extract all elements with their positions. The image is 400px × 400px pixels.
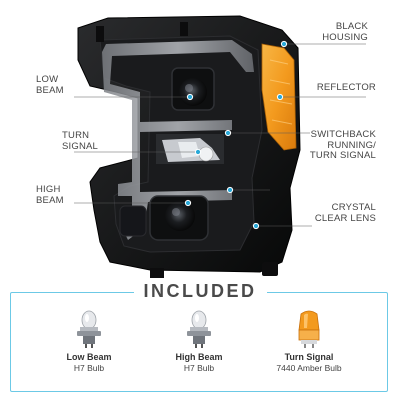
included-title: INCLUDED <box>0 281 400 302</box>
callout-black-housing-line2: HOUSING <box>322 31 368 43</box>
callout-high-beam-line1: HIGH <box>36 184 61 195</box>
headlight-illustration <box>74 15 366 278</box>
bulb-low-beam-name: Low Beam <box>66 352 112 362</box>
low-beam-projector <box>171 67 215 111</box>
callout-reflector: REFLECTOR <box>316 82 376 94</box>
callout-high-beam: HIGH BEAM <box>36 184 64 206</box>
bulb-turn-signal: Turn Signal 7440 Amber Bulb <box>254 310 364 373</box>
callout-black-housing: BLACK HOUSING <box>322 21 368 43</box>
callout-switchback: SWITCHBACK RUNNING/ TURN SIGNAL <box>309 129 376 162</box>
amber-bulb-icon <box>298 310 320 348</box>
callout-black-housing-line1: BLACK <box>335 21 368 32</box>
callout-switchback-line3: TURN SIGNAL <box>309 150 376 161</box>
callout-low-beam-line2: BEAM <box>36 84 64 96</box>
callout-high-beam-line2: BEAM <box>36 194 64 206</box>
bulb-low-beam: Low Beam H7 Bulb <box>34 310 144 373</box>
callout-turn-signal-line1: TURN <box>62 130 90 141</box>
callout-low-beam-line1: LOW <box>36 74 59 85</box>
h7-bulb-icon <box>187 310 211 348</box>
bulb-low-beam-detail: H7 Bulb <box>73 363 105 373</box>
h7-bulb-icon <box>77 310 101 348</box>
high-beam-projector <box>119 195 209 241</box>
callout-low-beam: LOW BEAM <box>36 74 64 96</box>
callout-crystal-lens-line1: CRYSTAL <box>331 202 376 213</box>
led-light-bar <box>102 40 254 240</box>
callout-switchback-line1: SWITCHBACK <box>310 129 376 140</box>
bulb-high-beam: High Beam H7 Bulb <box>144 310 254 373</box>
callout-crystal-lens-line2: CLEAR LENS <box>314 212 376 224</box>
bulb-high-beam-name: High Beam <box>175 352 223 362</box>
callout-crystal-lens: CRYSTAL CLEAR LENS <box>314 202 376 224</box>
bulb-turn-signal-name: Turn Signal <box>284 352 334 362</box>
callout-turn-signal-line2: SIGNAL <box>62 140 99 152</box>
bulb-high-beam-detail: H7 Bulb <box>183 363 215 373</box>
callout-switchback-line2: RUNNING/ <box>327 139 376 151</box>
callout-turn-signal: TURN SIGNAL <box>62 130 99 152</box>
callout-reflector-line1: REFLECTOR <box>316 82 376 93</box>
turn-signal-insert <box>156 134 224 164</box>
included-title-text: INCLUDED <box>133 281 267 301</box>
bulb-turn-signal-detail: 7440 Amber Bulb <box>276 363 342 373</box>
